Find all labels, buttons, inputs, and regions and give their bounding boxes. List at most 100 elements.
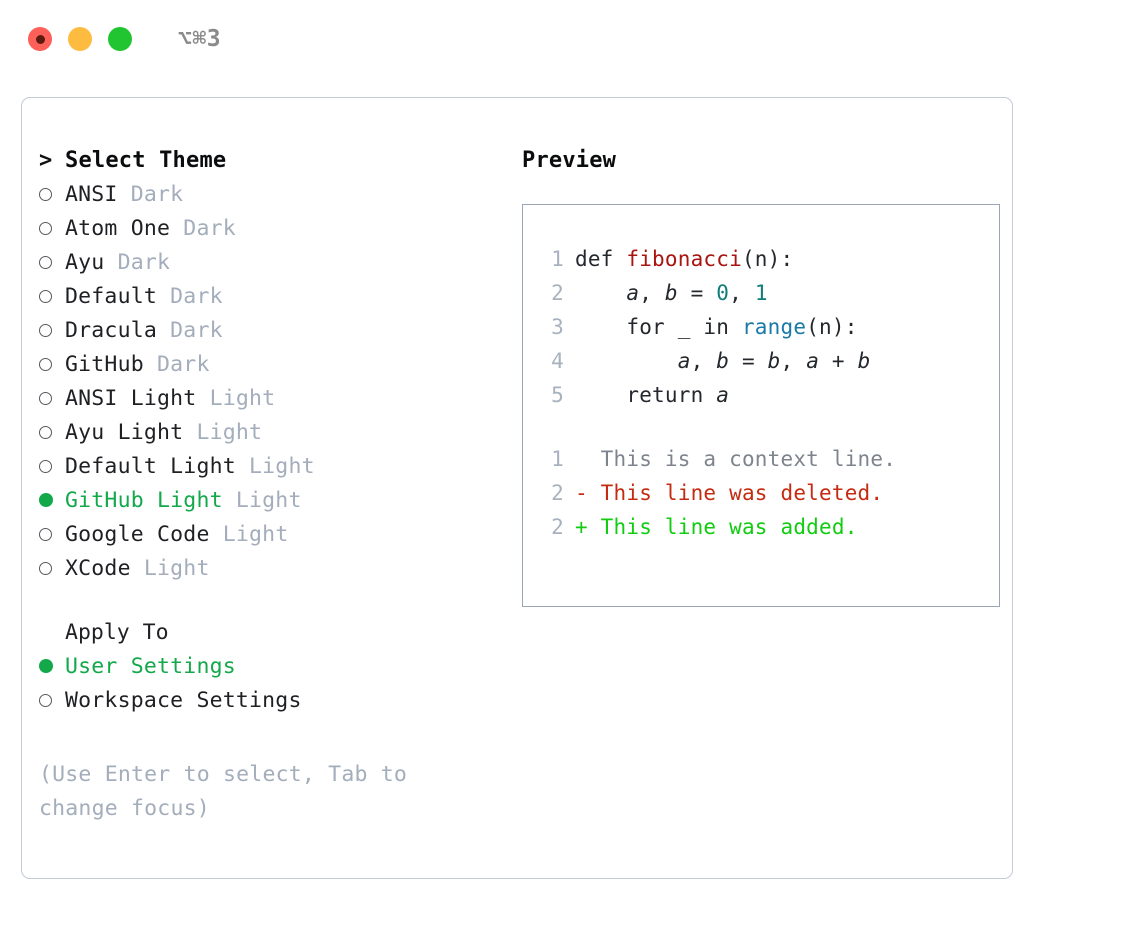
code-token: a <box>716 383 730 407</box>
code-token: a <box>677 349 691 373</box>
theme-variant-tag: Light <box>222 488 302 513</box>
preview-heading: Preview <box>522 148 617 173</box>
theme-option-xcode[interactable]: XCode Light <box>39 556 501 590</box>
keyboard-hint-text: (Use Enter to select, Tab to change focu… <box>39 762 408 821</box>
theme-option-github[interactable]: GitHub Dark <box>39 352 501 386</box>
theme-option-label: Dracula <box>65 318 158 343</box>
radio-unselected-icon <box>39 459 52 473</box>
maximize-window-button[interactable] <box>108 27 132 51</box>
theme-option-label: Ayu Light <box>65 420 184 445</box>
theme-option-radio <box>39 184 65 205</box>
code-token <box>575 349 678 373</box>
theme-variant-tag: Dark <box>104 250 171 275</box>
line-number: 2 <box>551 481 564 505</box>
code-token: , <box>729 281 755 305</box>
theme-variant-tag: Dark <box>143 352 210 377</box>
diff-sign <box>575 447 588 471</box>
theme-option-radio <box>39 320 65 341</box>
theme-option-ayu-light[interactable]: Ayu Light Light <box>39 420 501 454</box>
code-token: (n): <box>806 315 858 339</box>
code-token: b <box>716 349 730 373</box>
close-window-button[interactable] <box>28 27 52 51</box>
theme-option-atom-one[interactable]: Atom One Dark <box>39 216 501 250</box>
code-line-content: a, b = 0, 1 <box>575 281 768 305</box>
radio-unselected-icon <box>39 357 52 371</box>
radio-unselected-icon <box>39 323 52 337</box>
theme-option-ayu[interactable]: Ayu Dark <box>39 250 501 284</box>
theme-option-dracula[interactable]: Dracula Dark <box>39 318 501 352</box>
theme-option-label: ANSI <box>65 182 118 207</box>
code-line-content: def fibonacci(n): <box>575 247 793 271</box>
theme-variant-tag: Dark <box>170 216 236 241</box>
theme-option-default-light[interactable]: Default Light Light <box>39 454 501 488</box>
diff-line-del: 2- This line was deleted. <box>542 481 999 515</box>
code-line-content: return a <box>575 383 729 407</box>
radio-unselected-icon <box>39 693 52 707</box>
theme-variant-tag: Dark <box>117 182 184 207</box>
diff-sign: + <box>575 515 588 539</box>
diff-line-text: This is a context line. <box>587 447 897 471</box>
code-token <box>575 281 626 305</box>
apply-to-heading: Apply To <box>65 620 169 645</box>
code-token: , <box>639 281 665 305</box>
theme-option-label: GitHub Light <box>65 488 223 513</box>
diff-line-context: 1 This is a context line. <box>542 447 999 481</box>
line-number: 1 <box>551 447 564 471</box>
theme-option-default[interactable]: Default Dark <box>39 284 501 318</box>
title-bar: ⌥⌘3 <box>0 0 1140 78</box>
apply-to-option-radio <box>39 690 65 711</box>
theme-variant-tag: Light <box>209 522 289 547</box>
theme-variant-tag: Light <box>235 454 315 479</box>
theme-option-radio <box>39 354 65 375</box>
code-token: = <box>729 349 768 373</box>
line-number: 3 <box>551 315 564 339</box>
theme-option-google-code[interactable]: Google Code Light <box>39 522 501 556</box>
apply-to-option-label: User Settings <box>65 654 236 679</box>
code-token: 0 <box>716 281 730 305</box>
theme-option-ansi-light[interactable]: ANSI Light Light <box>39 386 501 420</box>
line-number: 2 <box>551 281 564 305</box>
apply-to-option-user-settings[interactable]: User Settings <box>39 654 501 688</box>
theme-option-radio <box>39 524 65 545</box>
diff-sign: - <box>575 481 588 505</box>
code-token: + <box>819 349 858 373</box>
code-line: 2 a, b = 0, 1 <box>542 281 999 315</box>
diff-line-text: This line was added. <box>587 515 858 539</box>
keyboard-shortcut-label: ⌥⌘3 <box>178 26 222 52</box>
theme-option-ansi[interactable]: ANSI Dark <box>39 182 501 216</box>
code-line: 3 for _ in range(n): <box>542 315 999 349</box>
code-token: , <box>690 349 717 373</box>
code-token: 1 <box>754 281 768 305</box>
radio-unselected-icon <box>39 391 52 405</box>
theme-option-label: Default <box>65 284 158 309</box>
radio-selected-icon <box>39 659 53 673</box>
apply-to-option-radio <box>39 656 65 677</box>
page-title: Select Theme <box>65 148 227 173</box>
code-line-content: for _ in range(n): <box>575 315 858 339</box>
theme-option-radio <box>39 422 65 443</box>
line-number: 4 <box>551 349 564 373</box>
theme-option-label: Google Code <box>65 522 210 547</box>
code-token: a <box>806 349 820 373</box>
radio-unselected-icon <box>39 255 52 269</box>
radio-unselected-icon <box>39 425 52 439</box>
theme-option-radio <box>39 490 65 511</box>
theme-option-label: ANSI Light <box>65 386 197 411</box>
code-token: a <box>626 281 640 305</box>
apply-to-option-workspace-settings[interactable]: Workspace Settings <box>39 688 501 722</box>
select-theme-heading-row: > Select Theme <box>39 148 501 182</box>
diff-line-add: 2+ This line was added. <box>542 515 999 549</box>
theme-option-label: Atom One <box>65 216 171 241</box>
code-line: 4 a, b = b, a + b <box>542 349 999 383</box>
theme-variant-tag: Light <box>196 386 276 411</box>
theme-option-github-light[interactable]: GitHub Light Light <box>39 488 501 522</box>
line-number: 5 <box>551 383 564 407</box>
theme-variant-tag: Dark <box>157 318 223 343</box>
minimize-window-button[interactable] <box>68 27 92 51</box>
theme-option-radio <box>39 218 65 239</box>
theme-variant-tag: Light <box>183 420 263 445</box>
